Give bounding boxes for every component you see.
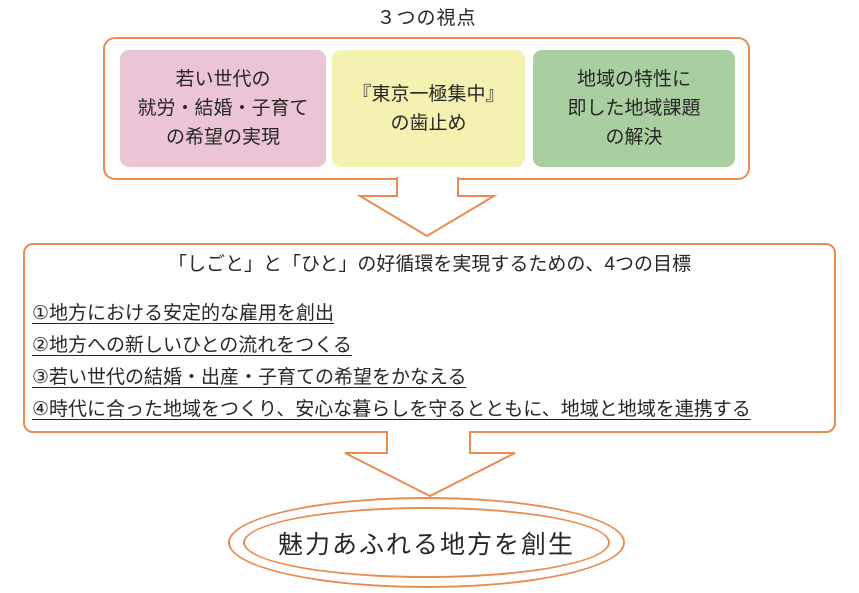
viewpoint-card-regional-issues: 地域の特性に 即した地域課題 の解決 xyxy=(533,50,735,167)
goal-item-1: ①地方における安定的な雇用を創出 xyxy=(32,303,335,324)
viewpoint-text-line: の歯止め xyxy=(390,112,467,134)
result-ellipse: 魅力あふれる地方を創生 xyxy=(228,497,625,588)
viewpoints-title: ３つの視点 xyxy=(376,8,477,29)
viewpoint-text-line: 『東京一極集中』 xyxy=(352,83,505,105)
viewpoint-text-line: 即した地域課題 xyxy=(567,98,701,119)
goals-box: 「しごと」と「ひと」の好循環を実現するための、4つの目標 ①地方における安定的な… xyxy=(23,243,836,433)
down-arrow-icon xyxy=(356,177,498,238)
goals-list: ①地方における安定的な雇用を創出 ②地方への新しいひとの流れをつくる ③若い世代… xyxy=(25,298,834,426)
viewpoint-text-line: 若い世代の xyxy=(175,69,271,90)
result-ellipse-inner-ring: 魅力あふれる地方を創生 xyxy=(243,507,610,578)
down-arrow-icon xyxy=(344,431,516,498)
viewpoint-card-young-generation: 若い世代の 就労・結婚・子育て の希望の実現 xyxy=(120,50,326,167)
goal-item-2: ②地方への新しいひとの流れをつくる xyxy=(32,335,352,356)
viewpoints-container: 若い世代の 就労・結婚・子育て の希望の実現 『東京一極集中』 の歯止め 地域の… xyxy=(103,37,750,180)
viewpoint-text-line: 地域の特性に xyxy=(576,69,691,90)
viewpoint-text-line: の希望の実現 xyxy=(165,127,280,148)
viewpoint-text-line: の解決 xyxy=(605,127,663,148)
viewpoint-card-tokyo-concentration: 『東京一極集中』 の歯止め xyxy=(332,50,525,167)
goals-title: 「しごと」と「ひと」の好循環を実現するための、4つの目標 xyxy=(168,254,691,275)
goal-item-3: ③若い世代の結婚・出産・子育ての希望をかなえる xyxy=(32,367,467,388)
viewpoint-text-line: 就労・結婚・子育て xyxy=(137,98,309,119)
result-label: 魅力あふれる地方を創生 xyxy=(277,530,575,559)
goal-item-4: ④時代に合った地域をつくり、安心な暮らしを守るとともに、地域と地域を連携する xyxy=(32,399,751,420)
